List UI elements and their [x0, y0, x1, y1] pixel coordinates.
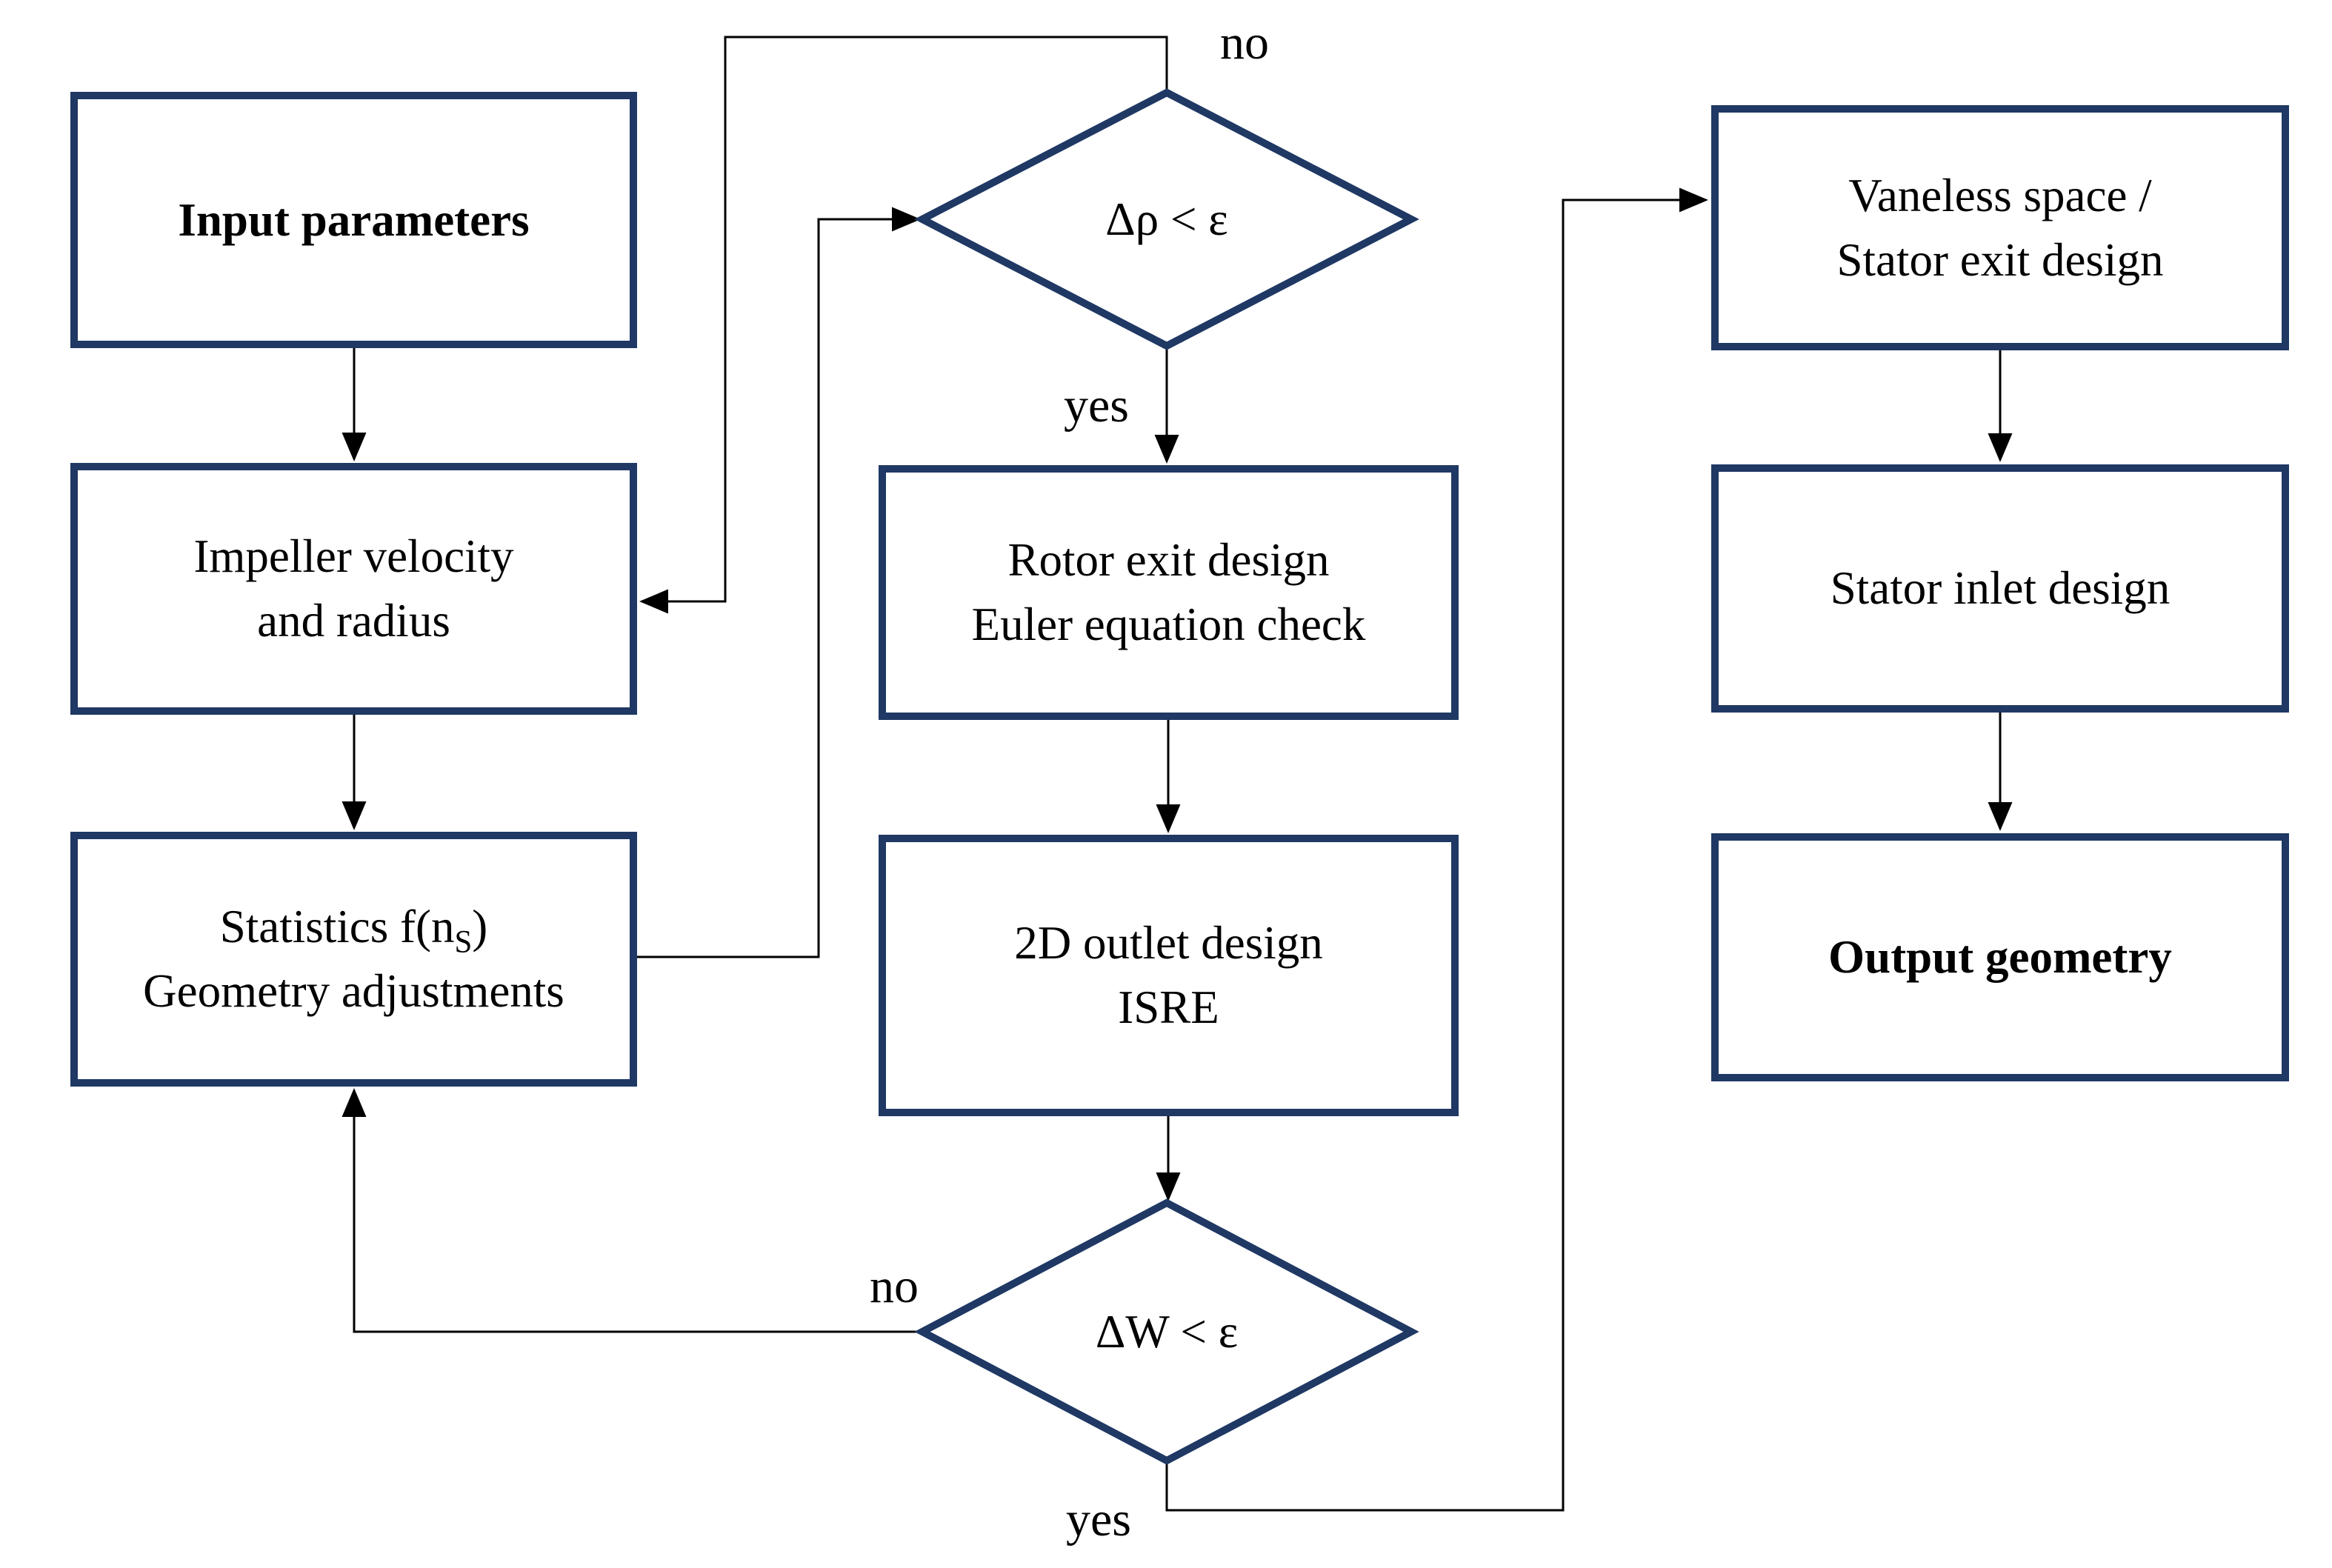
rotor-exit-design-box: Rotor exit design Euler equation check — [879, 465, 1459, 720]
delta-w-condition: ΔW < ε — [1095, 1305, 1239, 1358]
output-geometry-box: Output geometry — [1711, 833, 2289, 1081]
vaneless-space-label-line1: Vaneless space / — [1848, 169, 2152, 221]
edge-velocity-yes-to-vaneless — [1165, 187, 1708, 1512]
delta-rho-diamond — [914, 88, 1419, 350]
velocity-yes-label: yes — [1066, 1492, 1131, 1547]
outlet-design-box: 2D outlet design ISRE — [879, 835, 1459, 1116]
statistics-label-line1: Statistics f(nS) — [220, 895, 488, 959]
velocity-no-label: no — [870, 1259, 919, 1313]
impeller-velocity-label-line1: Impeller velocity — [193, 530, 514, 583]
rotor-exit-label-line2: Euler equation check — [971, 598, 1366, 650]
statistics-label-subscript: S — [454, 924, 473, 960]
delta-w-diamond — [914, 1198, 1419, 1465]
impeller-velocity-box: Impeller velocity and radius — [70, 463, 637, 715]
stator-inlet-design-box: Stator inlet design — [1711, 464, 2289, 713]
vaneless-space-box: Vaneless space / Stator exit design — [1711, 105, 2289, 350]
density-yes-label: yes — [1064, 378, 1129, 433]
edge-statistics-to-density-decision — [637, 207, 921, 958]
density-no-label: no — [1220, 16, 1269, 70]
statistics-label-pre: Statistics f(n — [219, 901, 455, 953]
rotor-exit-label-line1: Rotor exit design — [1007, 534, 1330, 587]
stator-inlet-label: Stator inlet design — [1830, 562, 2171, 615]
impeller-velocity-label-line2: and radius — [257, 595, 450, 647]
vaneless-space-label-line2: Stator exit design — [1836, 233, 2164, 286]
edge-density-no-to-impeller — [639, 36, 1168, 614]
input-parameters-box: Input parameters — [70, 92, 637, 348]
outlet-design-label-line2: ISRE — [1118, 981, 1219, 1033]
input-parameters-label: Input parameters — [178, 193, 530, 246]
statistics-label-post: ) — [472, 901, 488, 953]
delta-rho-condition: Δρ < ε — [1105, 193, 1228, 245]
statistics-box: Statistics f(nS) Geometry adjustments — [70, 832, 637, 1087]
outlet-design-label-line1: 2D outlet design — [1014, 917, 1323, 970]
edge-velocity-no-to-statistics — [342, 1088, 925, 1333]
statistics-label-line2: Geometry adjustments — [143, 965, 564, 1017]
output-geometry-label: Output geometry — [1828, 931, 2172, 984]
